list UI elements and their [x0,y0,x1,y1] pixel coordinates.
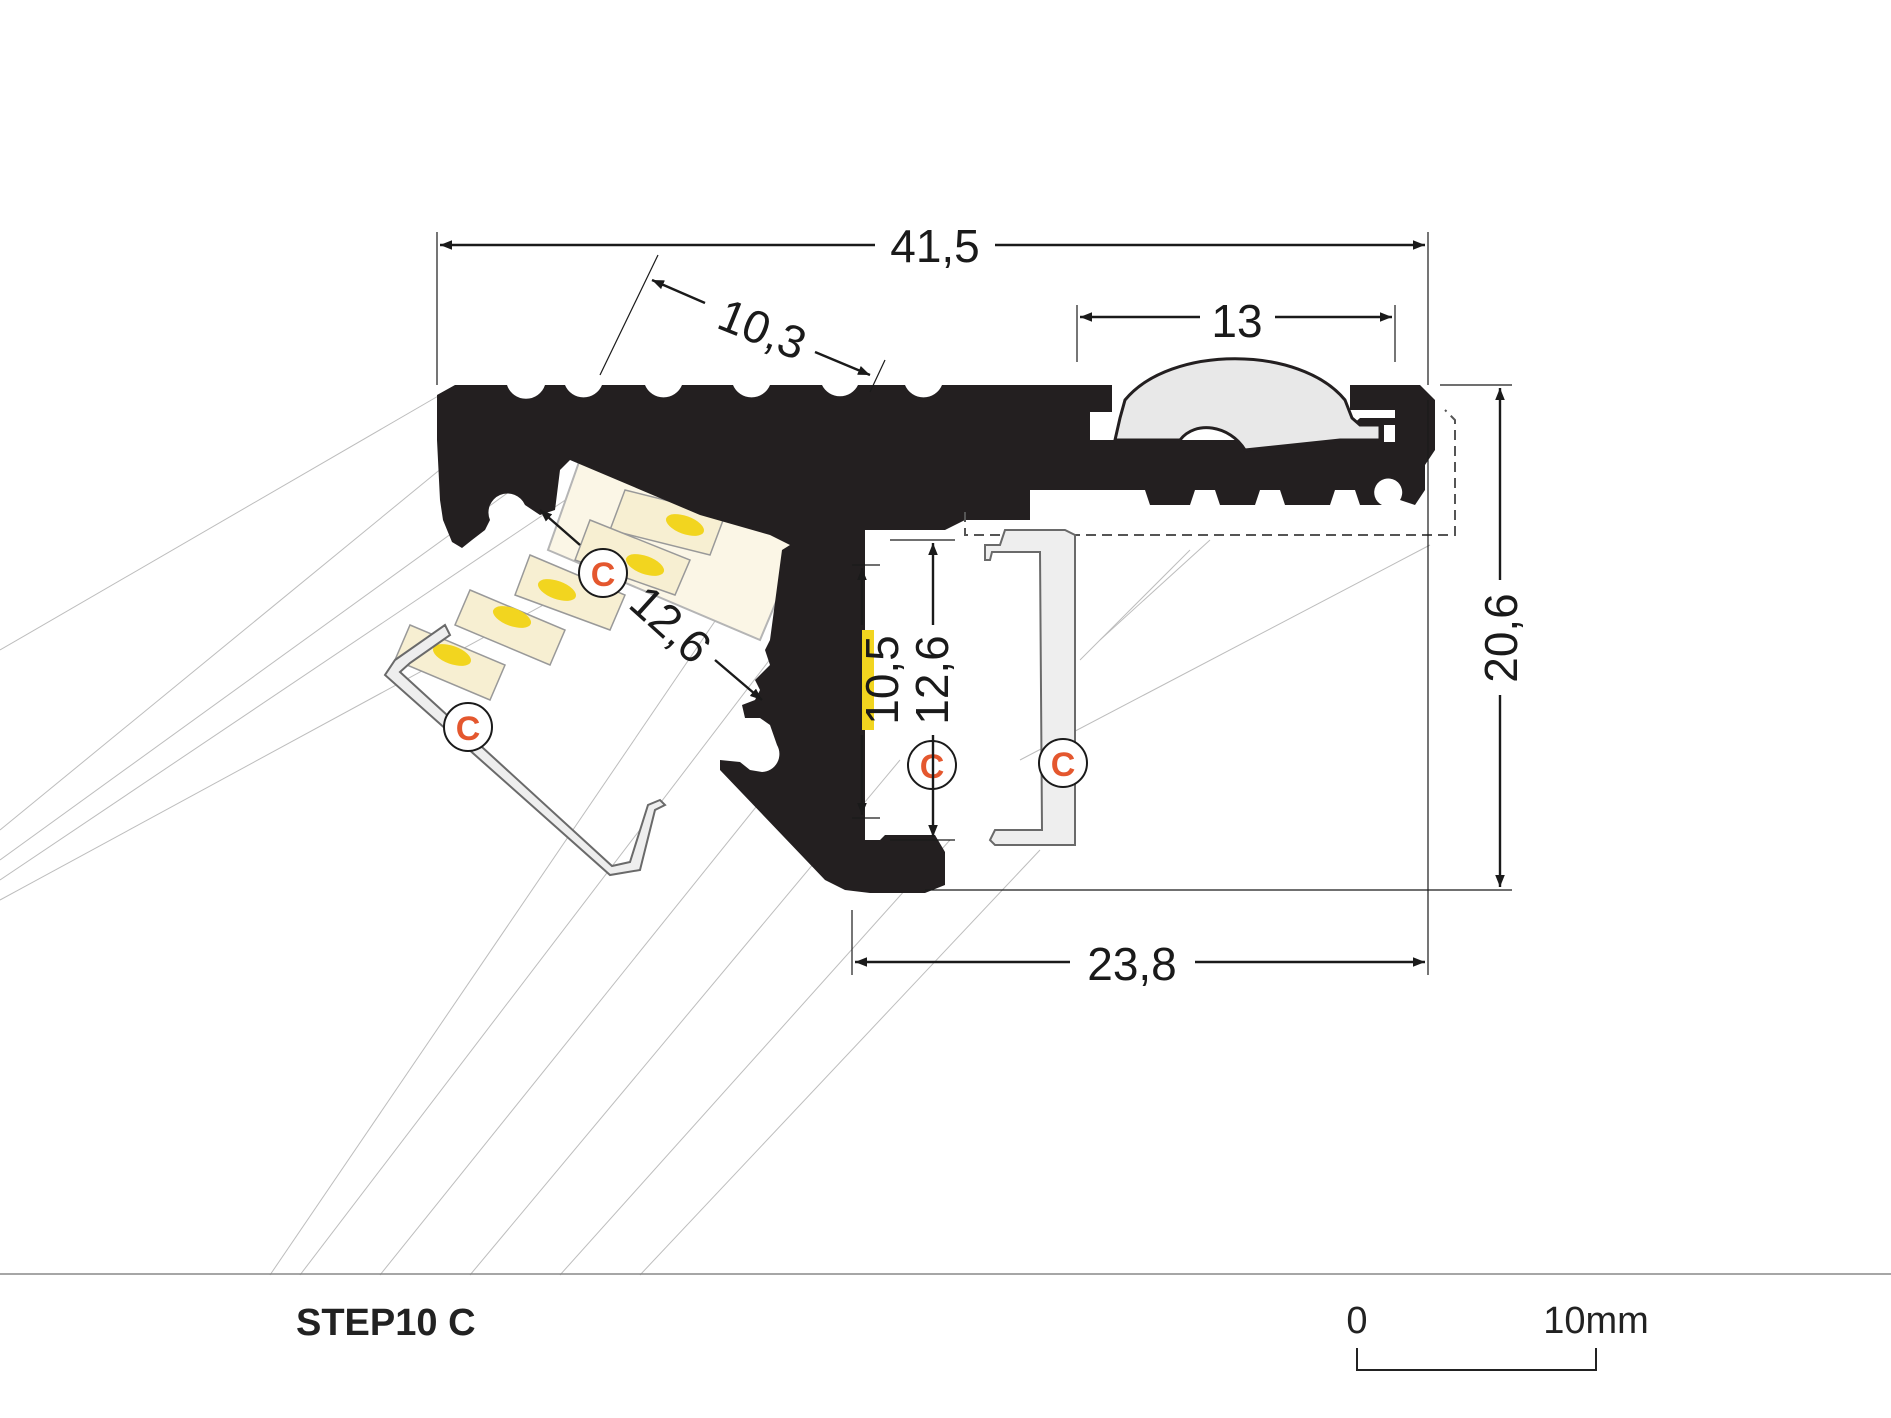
dimension-label: 23,8 [1087,938,1177,990]
dimension-label: 10,3 [711,288,813,370]
scale-end-label: 10mm [1543,1300,1649,1342]
clip-marker: C [443,702,493,752]
led-chip [574,519,691,596]
dimension-base-width: 23,8 [851,400,1429,990]
aluminium-profile [437,385,1435,893]
scale-bar: 0 10mm [1346,1300,1649,1371]
vertical-diffuser-clip [984,529,1076,846]
clip-marker: C [1038,738,1088,788]
product-title: STEP10 C [296,1302,476,1344]
scale-zero-label: 0 [1346,1300,1367,1342]
clip-symbol: C [456,710,481,748]
dimension-label: 10,5 [856,635,908,725]
dimension-groove-span: 10,3 [599,254,886,393]
vertical-led-strip [862,630,874,730]
dimension-vertical-strip: 10,5 [852,564,908,819]
dimension-label: 12,6 [906,635,958,725]
dimension-total-height: 20,6 [925,384,1527,891]
dimension-label: 20,6 [1475,593,1527,683]
dimension-label: 41,5 [890,220,980,272]
clip-symbol: C [591,556,616,594]
clip-symbol: C [1051,746,1076,784]
angled-led-strip [394,443,802,701]
top-diffuser [1113,357,1382,452]
dimension-diffuser-width: 13 [1076,295,1396,362]
dimension-overall-width: 41,5 [436,220,1429,385]
dimension-vertical-channel: 12,6 [890,539,958,841]
dashed-cover-outline [964,409,1456,536]
dimension-label: 13 [1211,295,1262,347]
clip-marker: C [578,548,628,598]
led-chip [454,589,566,666]
perspective-lines [0,394,1431,1276]
